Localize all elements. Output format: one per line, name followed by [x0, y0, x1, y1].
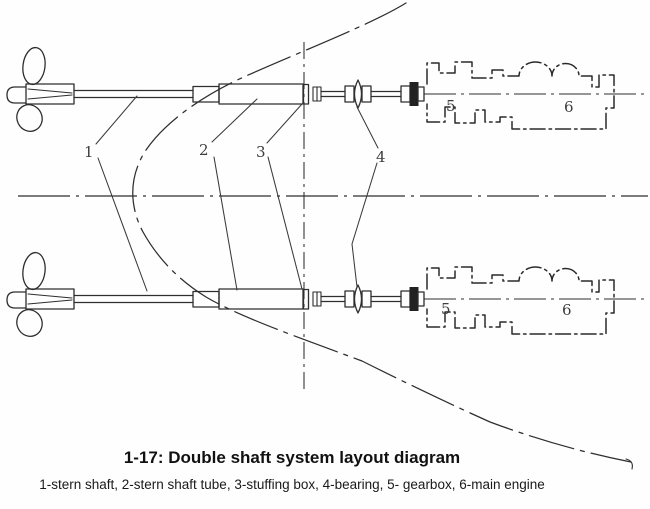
leader-1-lower	[97, 157, 148, 292]
leader-3-upper	[266, 103, 303, 144]
shaft-system-top	[6, 45, 649, 137]
hull-contour-line	[132, 2, 632, 463]
figure-title: 1-17: Double shaft system layout diagram	[123, 448, 461, 467]
hull-line-end-tick	[625, 458, 633, 470]
callout-6-bottom: 6	[562, 301, 572, 319]
leader-lines	[95, 95, 379, 292]
callout-5-top: 5	[446, 97, 456, 115]
leader-4-lower	[351, 162, 378, 288]
leader-2-lower	[213, 156, 238, 291]
callout-3: 3	[256, 143, 266, 161]
leader-1-upper	[95, 95, 138, 145]
leader-2-upper	[211, 98, 258, 143]
leader-4-upper	[356, 106, 379, 149]
callout-5-bottom: 5	[441, 300, 451, 318]
figure-legend: 1-stern shaft, 2-stern shaft tube, 3-stu…	[39, 477, 545, 492]
callout-1: 1	[84, 143, 94, 161]
callout-6-top: 6	[564, 98, 574, 116]
callout-4: 4	[376, 148, 386, 166]
shaft-system-bottom	[6, 250, 649, 342]
leader-3-lower	[267, 156, 303, 290]
callout-2: 2	[199, 141, 209, 159]
